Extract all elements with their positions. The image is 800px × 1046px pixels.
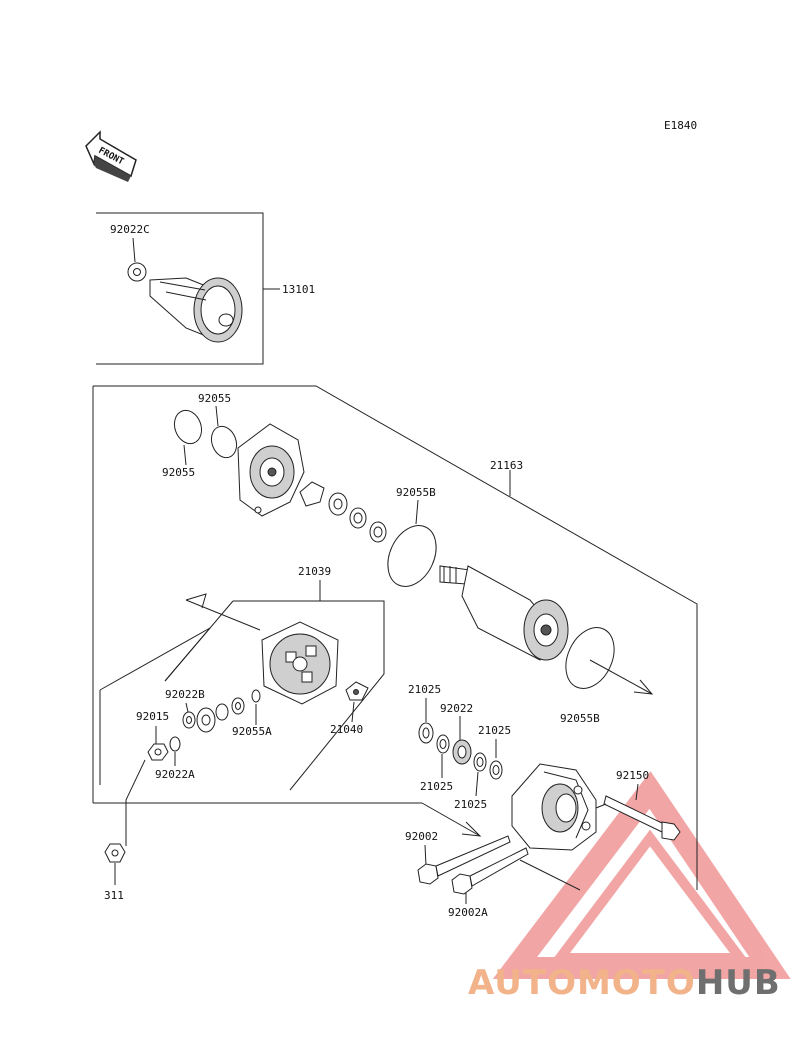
o-ring-92055-a: [173, 409, 203, 445]
starter-clutch-group: 13101 92022C: [96, 212, 315, 365]
rear-cover: [511, 763, 597, 851]
watermark-logo: [492, 771, 791, 979]
front-arrow-icon: FRONT: [85, 130, 137, 182]
starter-clutch-13101: [149, 277, 243, 343]
armature-yoke: [439, 565, 569, 661]
callout-92022B: 92022B: [165, 688, 205, 701]
callout-92022A: 92022A: [155, 768, 195, 781]
callout-92150: 92150: [616, 769, 649, 782]
callout-21025-c: 21025: [420, 780, 453, 793]
brand-text-part1: AUTOMOTO: [468, 963, 696, 1003]
nut-92015: [147, 736, 181, 761]
brand-text-part2: HUB: [695, 963, 781, 1003]
callout-21025-a: 21025: [408, 683, 441, 696]
callout-92055-top: 92055: [198, 392, 231, 405]
brush-holder-group: 21039: [99, 565, 385, 791]
watermark-brand-text: AUTOMOTOHUB: [468, 963, 798, 1003]
front-cover: [237, 423, 305, 517]
washer-92022C: [127, 262, 147, 282]
bolt-92002A: [451, 847, 529, 895]
callout-92015: 92015: [136, 710, 169, 723]
washers-left: [182, 689, 261, 733]
bolt-92002: [417, 835, 511, 885]
o-ring-92055-b: [210, 425, 238, 459]
callout-21039: 21039: [298, 565, 331, 578]
o-ring-92055B-a: [387, 525, 437, 587]
callout-92002: 92002: [405, 830, 438, 843]
callout-92055B-bottom: 92055B: [560, 712, 600, 725]
callout-92022: 92022: [440, 702, 473, 715]
callout-21025-b: 21025: [478, 724, 511, 737]
callout-92055B-top: 92055B: [396, 486, 436, 499]
callout-21040: 21040: [330, 723, 363, 736]
callout-92022C: 92022C: [110, 223, 150, 236]
callout-92055A: 92055A: [232, 725, 272, 738]
callout-311: 311: [104, 889, 124, 902]
diagram-code: E1840: [664, 119, 697, 132]
starter-motor-assembly-21163: 21163: [92, 385, 698, 890]
brush-holder-21039: [261, 621, 339, 705]
callout-13101: 13101: [282, 283, 315, 296]
callout-21025-d: 21025: [454, 798, 487, 811]
callout-92002A: 92002A: [448, 906, 488, 919]
nut-311: [104, 843, 126, 863]
o-ring-92055B-b: [565, 627, 615, 689]
shims-front: [299, 481, 387, 543]
callout-21163: 21163: [490, 459, 523, 472]
callout-92055-left: 92055: [162, 466, 195, 479]
long-bolt-92150: [603, 795, 681, 841]
terminal-21040: [345, 681, 369, 701]
shims-rear: [418, 722, 503, 780]
